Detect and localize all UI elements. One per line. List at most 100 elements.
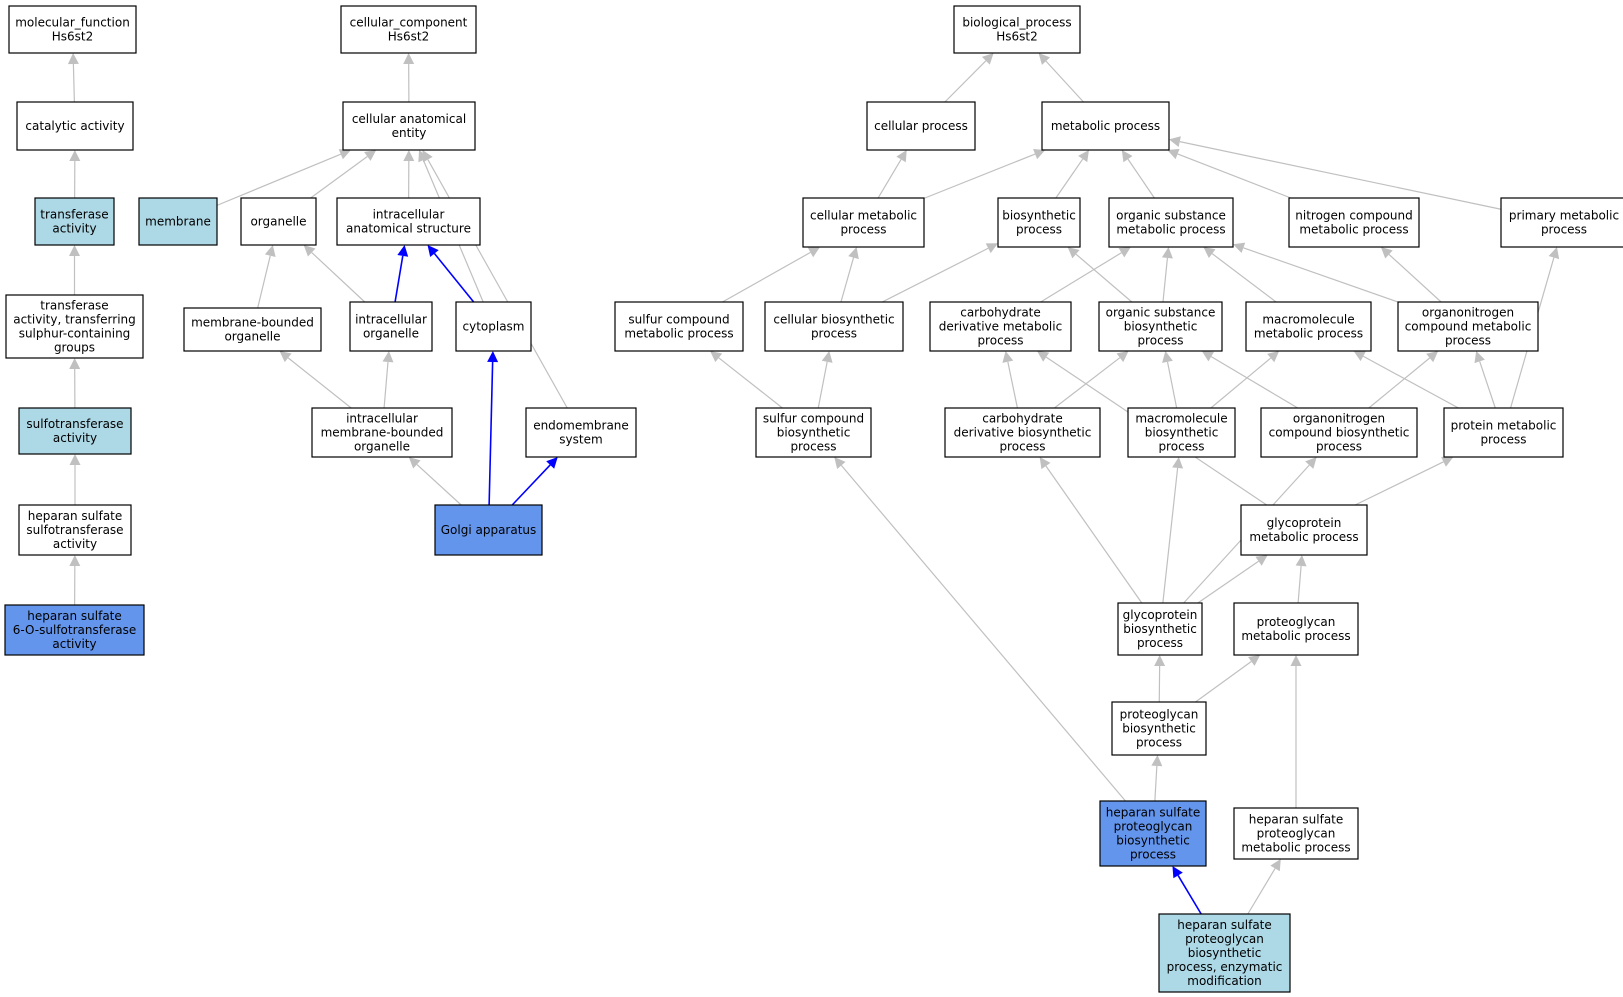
edge-line (1045, 60, 1084, 103)
node-hspg-bio[interactable]: heparan sulfateproteoglycanbiosyntheticp… (1099, 800, 1207, 867)
edge-mbo-to-organelle (257, 245, 276, 309)
node-label-line: anatomical structure (346, 222, 471, 236)
node-box (1397, 301, 1539, 352)
edge-line (383, 361, 389, 409)
node-box (1443, 407, 1564, 458)
edge-arrowhead (403, 53, 415, 65)
edge-line (216, 153, 342, 206)
edge-cell_bio-to-biosynthetic (882, 243, 998, 303)
edge-sulfur_bio-to-cell_bio (817, 351, 833, 409)
node-label-line: heparan sulfate (1106, 806, 1201, 820)
node-hs6o[interactable]: heparan sulfate6-O-sulfotransferaseactiv… (4, 604, 145, 656)
node-label-line: cytoplasm (463, 320, 525, 334)
node-metabolic[interactable]: metabolic process (1041, 101, 1170, 151)
edge-line (840, 465, 1126, 802)
node-label-line: sulfotransferase (26, 417, 123, 431)
node-label-line: organonitrogen (1422, 306, 1514, 320)
node-golgi[interactable]: Golgi apparatus (434, 504, 543, 556)
edge-hspg_enz-to-hspg_bio (1172, 866, 1202, 915)
node-label-line: biosynthetic (1116, 834, 1190, 848)
node-box (997, 197, 1081, 248)
edge-line (287, 357, 352, 409)
node-box (349, 301, 433, 352)
node-label-line: glycoprotein (1267, 516, 1342, 530)
node-box (1041, 101, 1170, 151)
edge-arrowhead (1233, 242, 1246, 254)
node-organelle[interactable]: organelle (240, 197, 317, 246)
node-cytoplasm[interactable]: cytoplasm (455, 301, 532, 352)
edge-line (1211, 253, 1277, 303)
edge-macro_bio-to-macro_met (1210, 351, 1280, 409)
node-catalytic[interactable]: catalytic activity (16, 101, 134, 151)
node-label-line: biosynthetic (1124, 320, 1198, 334)
edge-arrowhead (710, 351, 723, 363)
node-hspg-enz[interactable]: heparan sulfateproteoglycanbiosyntheticp… (1158, 913, 1291, 993)
edge-sulfur_bio-to-sulfur_met (710, 351, 783, 409)
node-label-line: organic substance (1106, 306, 1216, 320)
edge-cae-to-cc_root (403, 53, 415, 103)
node-cellular-process[interactable]: cellular process (866, 101, 976, 151)
node-box (34, 197, 115, 246)
edge-arrowhead (1295, 555, 1307, 567)
node-label-line: compound metabolic (1405, 320, 1532, 334)
edge-proteoglycan_met-to-glycoprot_met (1295, 555, 1307, 604)
node-label-line: heparan sulfate (1177, 918, 1272, 932)
edge-arrowhead (69, 150, 81, 162)
node-box (336, 197, 481, 246)
node-label-line: biosynthetic (1123, 622, 1197, 636)
node-label-line: Hs6st2 (388, 30, 430, 44)
node-label-line: activity, transferring (13, 313, 136, 327)
node-box (1233, 807, 1359, 860)
node-box (16, 101, 134, 151)
edge-line (310, 156, 368, 199)
node-label-line: organonitrogen (1293, 412, 1385, 426)
node-box (434, 504, 543, 556)
node-membrane[interactable]: membrane (138, 197, 218, 246)
node-label-line: biosynthetic (1122, 722, 1196, 736)
node-label-line: transferase (40, 299, 108, 313)
node-label-line: transferase (40, 208, 108, 222)
node-label-line: groups (54, 341, 95, 355)
edge-arrowhead (1118, 247, 1131, 258)
edge-arrowhead (69, 454, 81, 465)
edge-line (1388, 253, 1442, 303)
node-label-line: proteoglycan (1257, 615, 1336, 629)
node-label-line: biosynthetic (1188, 946, 1262, 960)
edge-arrowhead (546, 457, 558, 469)
edge-line (394, 255, 404, 303)
